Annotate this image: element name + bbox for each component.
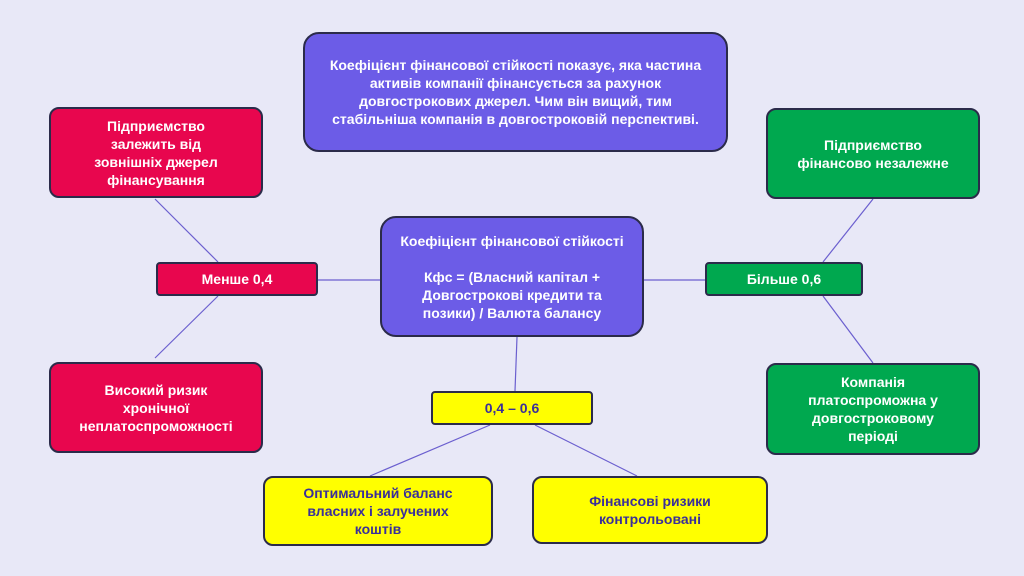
high-outcome-independence: Підприємство фінансово незалежне (766, 108, 980, 199)
low-outcome-dependence: Підприємство залежить від зовнішніх джер… (49, 107, 263, 198)
high-threshold-label: Більше 0,6 (705, 262, 863, 296)
connector-center-mid (514, 336, 518, 392)
connector-low-top (154, 198, 219, 263)
connector-mid-left (369, 424, 491, 477)
connector-high-top (822, 198, 874, 263)
definition-box: Коефіцієнт фінансової стійкості показує,… (303, 32, 728, 152)
connector-low-bottom (154, 295, 219, 359)
mid-outcome-controlled-risks: Фінансові ризики контрольовані (532, 476, 768, 544)
low-threshold-label: Менше 0,4 (156, 262, 318, 296)
mid-range-label: 0,4 – 0,6 (431, 391, 593, 425)
high-outcome-solvency: Компанія платоспроможна у довгостроковом… (766, 363, 980, 455)
mid-outcome-optimal-balance: Оптимальний баланс власних і залучених к… (263, 476, 493, 546)
connector-mid-right (534, 424, 638, 477)
center-formula-box: Коефіцієнт фінансової стійкості Кфс = (В… (380, 216, 644, 337)
low-outcome-insolvency-risk: Високий ризик хронічної неплатоспроможно… (49, 362, 263, 453)
connector-high-bottom (822, 295, 874, 364)
